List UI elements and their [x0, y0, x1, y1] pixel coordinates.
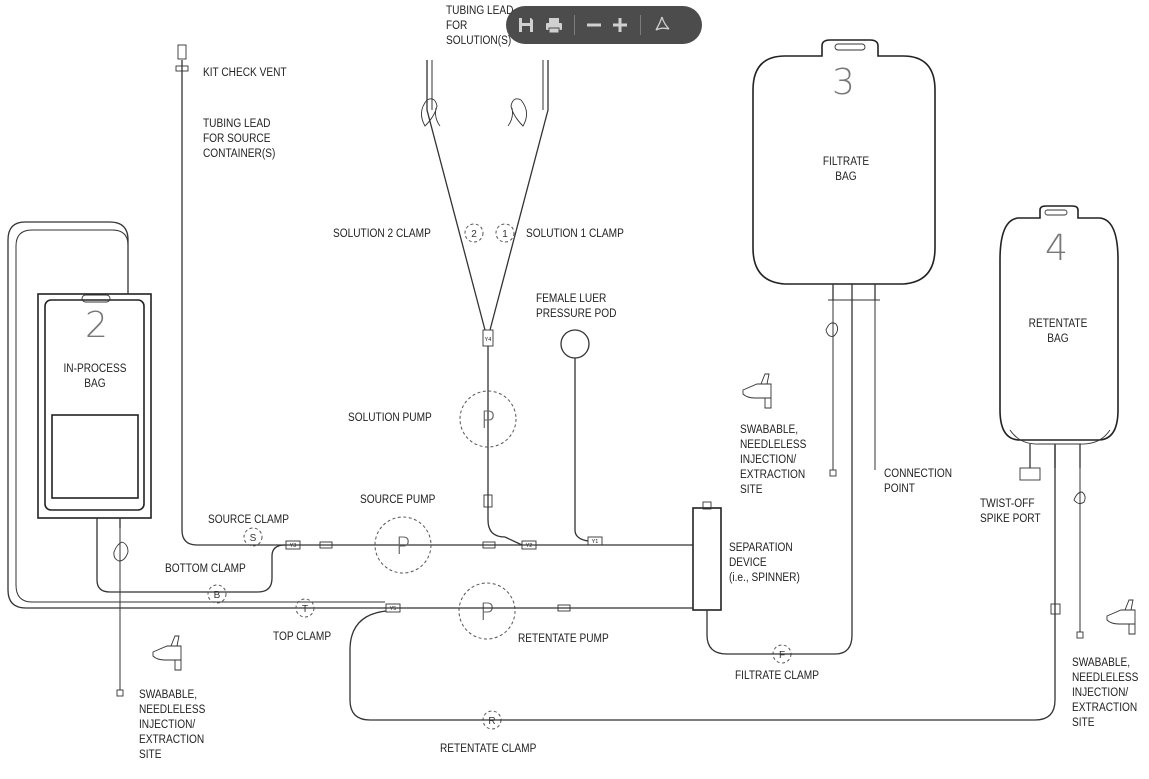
label-kit-check-vent: KIT CHECK VENT — [203, 67, 287, 79]
solution-1-clamp: 1 — [495, 98, 527, 243]
svg-text:P: P — [480, 598, 494, 626]
bag-3-number: 3 — [832, 62, 855, 103]
bag-2-number: 2 — [85, 305, 108, 346]
svg-text:Y4: Y4 — [485, 337, 492, 343]
solution-2-clamp: 2 — [421, 98, 484, 243]
label-female-luer: FEMALE LUER PRESSURE POD — [536, 293, 617, 320]
svg-text:Y1: Y1 — [592, 539, 599, 545]
toolbar-divider — [574, 15, 575, 35]
filtrate-bag — [752, 39, 936, 301]
label-retentate-pump: RETENTATE PUMP — [518, 633, 609, 645]
svg-text:Y5: Y5 — [390, 606, 397, 612]
label-solution-2-clamp: SOLUTION 2 CLAMP — [333, 228, 431, 240]
in-process-bag-label: IN-PROCESS BAG — [63, 363, 127, 390]
svg-text:2: 2 — [471, 229, 477, 240]
filtrate-bag-label: FILTRATE BAG — [822, 156, 870, 183]
label-swab-right: SWABABLE, NEEDLELESS INJECTION/ EXTRACTI… — [1072, 657, 1139, 729]
label-solution-1-clamp: SOLUTION 1 CLAMP — [526, 228, 624, 240]
label-swab-middle: SWABABLE, NEEDLELESS INJECTION/ EXTRACTI… — [740, 424, 807, 496]
bag-4-number: 4 — [1045, 228, 1068, 269]
swab-hand-icon-right — [1106, 599, 1136, 635]
label-solution-pump: SOLUTION PUMP — [348, 412, 432, 424]
label-bottom-clamp: BOTTOM CLAMP — [165, 563, 246, 575]
separation-device — [690, 501, 722, 611]
zoom-out-icon[interactable] — [584, 15, 604, 35]
label-swab-left: SWABABLE, NEEDLELESS INJECTION/ EXTRACTI… — [139, 689, 206, 761]
label-filtrate-clamp: FILTRATE CLAMP — [735, 670, 819, 682]
toolbar-divider — [640, 15, 641, 35]
acrobat-icon[interactable] — [652, 15, 672, 35]
svg-text:S: S — [250, 533, 257, 544]
retentate-bag-label: RETENTATE BAG — [1028, 318, 1088, 345]
print-icon[interactable] — [544, 15, 564, 35]
label-retentate-clamp: RETENTATE CLAMP — [440, 743, 537, 755]
label-tubing-solutions: TUBING LEAD FOR SOLUTION(S) — [446, 5, 514, 47]
save-icon[interactable] — [516, 15, 536, 35]
in-process-bag — [37, 283, 152, 528]
svg-text:Y3: Y3 — [290, 543, 297, 549]
svg-text:Y2: Y2 — [526, 543, 533, 549]
swab-hand-icon-middle — [742, 373, 772, 409]
label-connection-point: CONNECTION POINT — [884, 468, 953, 495]
label-separation-device: SEPARATION DEVICE (i.e., SPINNER) — [729, 542, 800, 584]
svg-text:R: R — [488, 716, 495, 727]
svg-text:T: T — [302, 604, 308, 615]
svg-text:P: P — [396, 532, 410, 560]
label-source-pump: SOURCE PUMP — [360, 494, 436, 506]
retentate-bag — [999, 205, 1119, 481]
pdf-toolbar — [506, 6, 702, 44]
svg-text:B: B — [214, 590, 221, 601]
svg-text:F: F — [779, 650, 785, 661]
svg-text:P: P — [481, 406, 495, 434]
label-source-clamp: SOURCE CLAMP — [208, 514, 289, 526]
svg-text:1: 1 — [502, 229, 508, 240]
label-twist-off: TWIST-OFF SPIKE PORT — [980, 498, 1041, 525]
zoom-in-icon[interactable] — [610, 15, 630, 35]
label-tubing-source: TUBING LEAD FOR SOURCE CONTAINER(S) — [203, 118, 276, 160]
swab-hand-icon-left — [152, 635, 182, 671]
label-top-clamp: TOP CLAMP — [273, 631, 332, 643]
